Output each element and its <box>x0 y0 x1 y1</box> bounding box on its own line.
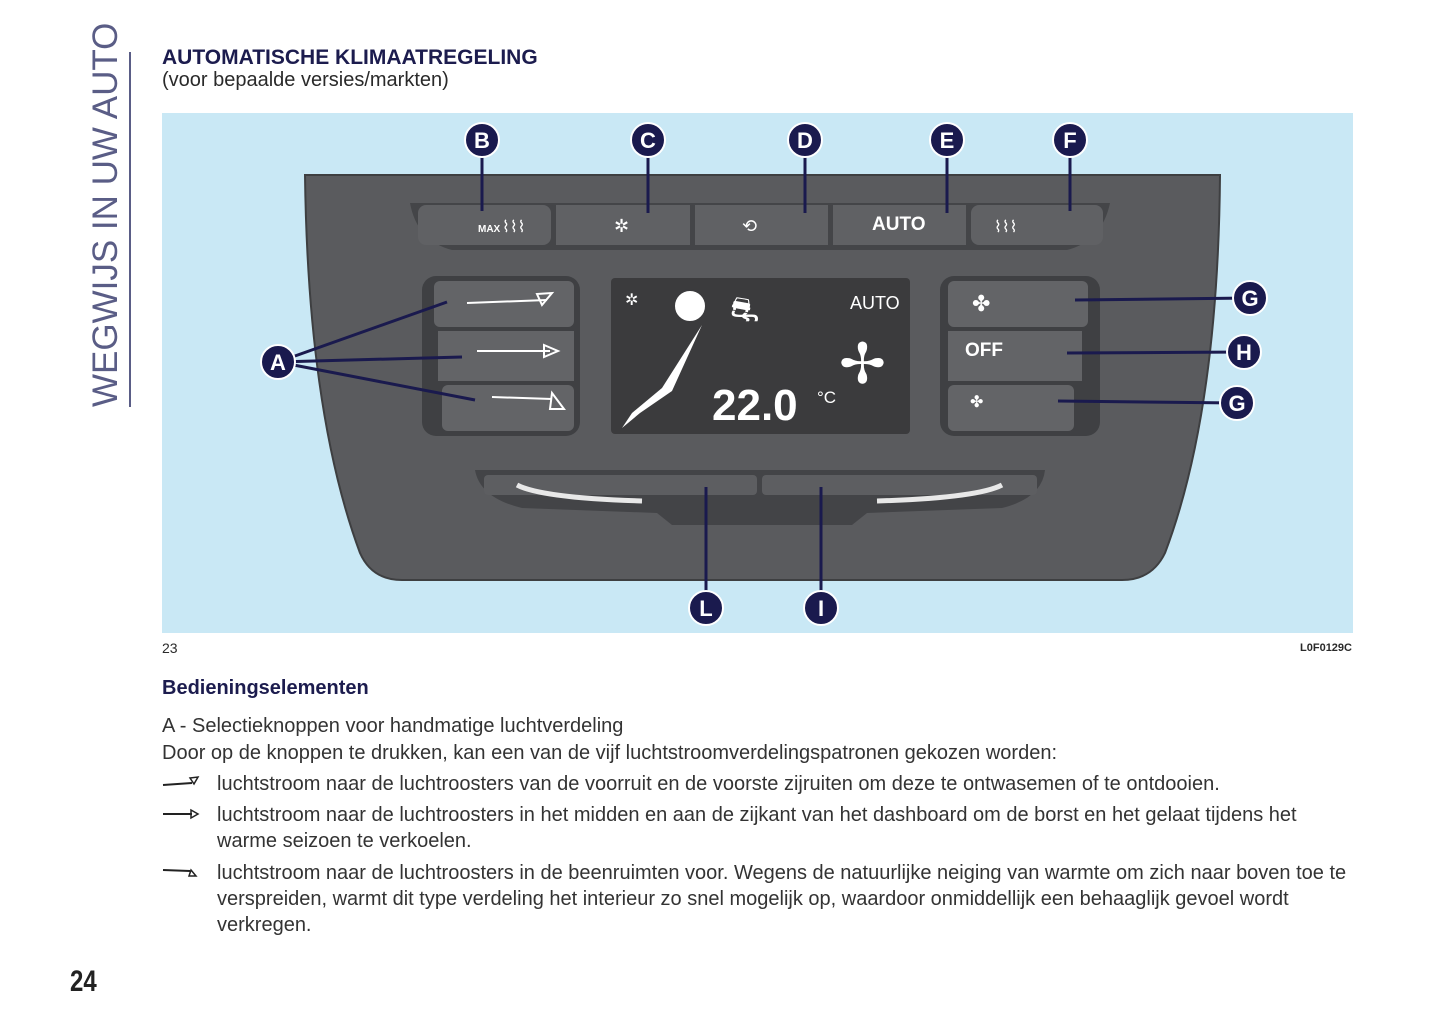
callout-h: H <box>1236 340 1252 365</box>
callout-l: L <box>699 596 712 621</box>
fan-display-icon: ✢ <box>839 332 886 395</box>
list-item: luchtstroom naar de luchtroosters van de… <box>162 771 1357 797</box>
fan-buttons: ✤ OFF ✤ <box>940 276 1100 436</box>
lcd-display: ✲ ⛐ AUTO ✢ 22.0 °C <box>611 278 910 434</box>
temperature-rocker <box>475 470 1045 525</box>
callout-g-top: G <box>1241 286 1258 311</box>
item-text: luchtstroom naar de luchtroosters in het… <box>217 804 1297 852</box>
rear-defrost-icon: ⌇⌇⌇ <box>994 219 1017 236</box>
display-ac-icon: ✲ <box>625 292 638 309</box>
footwell-airflow-icon <box>162 868 198 877</box>
page-title: AUTOMATISCHE KLIMAATREGELING <box>162 46 538 69</box>
list-item: luchtstroom naar de luchtroosters in het… <box>162 802 1357 854</box>
temperature-increase-button <box>762 475 1037 495</box>
fan-small-icon: ✤ <box>970 394 983 411</box>
climate-control-figure: MAX ⌇⌇⌇ ✲ ⟲ AUTO ⌇⌇⌇ ✲ <box>162 113 1353 633</box>
section-heading: Bedieningselementen <box>162 677 369 699</box>
windscreen-defrost-icon: ⌇⌇⌇ <box>502 219 525 236</box>
max-label: MAX <box>478 224 501 235</box>
callout-d: D <box>797 128 813 153</box>
footwell-airflow-button <box>442 385 574 431</box>
seat-icon <box>622 325 702 428</box>
ac-button <box>556 205 690 245</box>
display-temperature: 22.0 <box>712 381 798 430</box>
item-text: luchtstroom naar de luchtroosters van de… <box>217 773 1220 795</box>
callout-a: A <box>270 350 286 375</box>
display-unit: °C <box>817 388 836 407</box>
figure-code: L0F0129C <box>1300 642 1352 654</box>
fan-large-icon: ✤ <box>972 291 990 316</box>
intro-line-2: Door op de knoppen te drukken, kan een v… <box>162 742 1058 764</box>
intro-line-1: A - Selectieknoppen voor handmatige luch… <box>162 715 624 737</box>
max-defrost-button <box>418 205 551 245</box>
off-label: OFF <box>965 340 1003 361</box>
recirculation-display-icon: ⛐ <box>730 291 759 329</box>
fan-increase-button <box>948 281 1088 327</box>
callout-f: F <box>1063 128 1076 153</box>
auto-button <box>833 205 966 245</box>
page-number: 24 <box>70 965 97 998</box>
recirculation-icon: ⟲ <box>742 216 757 236</box>
fan-decrease-button <box>948 385 1074 431</box>
auto-button-label: AUTO <box>872 214 925 235</box>
list-item: luchtstroom naar de luchtroosters in de … <box>162 860 1357 938</box>
callout-i: I <box>818 596 824 621</box>
temperature-decrease-button <box>484 475 757 495</box>
page-subtitle: (voor bepaalde versies/markten) <box>162 69 449 91</box>
recirculation-button <box>695 205 828 245</box>
windscreen-airflow-icon <box>162 776 200 786</box>
callout-b: B <box>474 128 490 153</box>
side-divider <box>129 52 131 407</box>
snowflake-icon: ✲ <box>614 216 629 236</box>
figure-number: 23 <box>162 640 178 656</box>
dashboard-airflow-icon <box>163 808 200 820</box>
display-mode: AUTO <box>850 293 900 313</box>
side-tab: WEGWIJS IN UW AUTO <box>86 23 126 407</box>
top-button-row: MAX ⌇⌇⌇ ✲ ⟲ AUTO ⌇⌇⌇ <box>410 203 1110 250</box>
side-tab-label: WEGWIJS IN UW AUTO <box>86 22 125 407</box>
windscreen-airflow-button <box>434 281 574 327</box>
rear-defrost-button <box>971 205 1103 245</box>
callouts <box>260 122 1268 626</box>
callout-c: C <box>640 128 656 153</box>
airflow-buttons <box>422 276 580 436</box>
off-button <box>948 331 1082 381</box>
seat-head-icon <box>673 289 707 323</box>
callout-g-bottom: G <box>1228 391 1245 416</box>
item-text: luchtstroom naar de luchtroosters in de … <box>217 862 1347 936</box>
callout-e: E <box>940 128 955 153</box>
